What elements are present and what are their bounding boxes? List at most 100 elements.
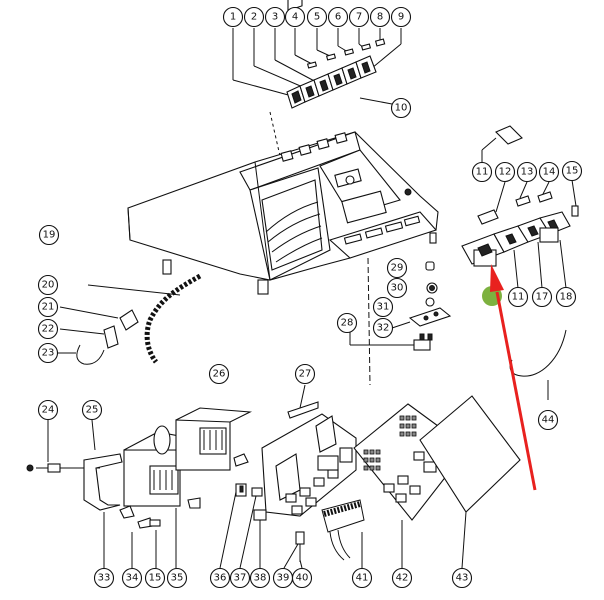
svg-text:13: 13 <box>521 167 534 178</box>
svg-text:11: 11 <box>476 167 489 178</box>
svg-text:31: 31 <box>377 302 390 313</box>
side-switch-panel <box>461 125 579 400</box>
svg-text:15: 15 <box>149 573 162 584</box>
svg-text:41: 41 <box>356 573 369 584</box>
callout-42: 42 <box>391 567 413 589</box>
svg-text:44: 44 <box>542 415 555 426</box>
callout-11-bottom: 11 <box>507 286 529 308</box>
callout-14: 14 <box>538 161 560 183</box>
callout-23: 23 <box>37 342 59 364</box>
callout-1: 1 <box>222 6 244 28</box>
callout-7: 7 <box>348 6 370 28</box>
top-switch-assembly <box>232 0 402 179</box>
callout-44: 44 <box>537 409 559 431</box>
svg-text:12: 12 <box>499 167 512 178</box>
callout-25: 25 <box>81 399 103 421</box>
svg-text:19: 19 <box>43 230 56 241</box>
callout-29: 29 <box>386 257 408 279</box>
pointer-arrow <box>490 264 537 491</box>
svg-text:43: 43 <box>456 573 469 584</box>
callout-3: 3 <box>264 6 286 28</box>
svg-text:7: 7 <box>356 12 362 23</box>
callout-31: 31 <box>372 296 394 318</box>
callout-36: 36 <box>209 567 231 589</box>
callout-43: 43 <box>451 567 473 589</box>
svg-text:22: 22 <box>42 324 55 335</box>
svg-text:2: 2 <box>251 12 257 23</box>
svg-text:24: 24 <box>42 405 55 416</box>
callout-33: 33 <box>93 567 115 589</box>
svg-text:8: 8 <box>377 12 383 23</box>
callout-41: 41 <box>351 567 373 589</box>
callout-34: 34 <box>121 567 143 589</box>
small-components <box>349 261 452 351</box>
svg-text:15: 15 <box>566 166 579 177</box>
callout-21: 21 <box>37 296 59 318</box>
svg-text:3: 3 <box>272 12 278 23</box>
callout-37: 37 <box>229 567 251 589</box>
dashboard-console <box>127 131 439 386</box>
svg-text:27: 27 <box>299 369 312 380</box>
callout-8: 8 <box>369 6 391 28</box>
callout-6: 6 <box>327 6 349 28</box>
svg-text:4: 4 <box>292 12 298 23</box>
svg-text:17: 17 <box>536 292 549 303</box>
callout-28: 28 <box>336 312 358 334</box>
svg-text:5: 5 <box>314 12 320 23</box>
callout-15-right: 15 <box>561 160 583 182</box>
svg-text:30: 30 <box>391 283 404 294</box>
callout-9: 9 <box>390 6 412 28</box>
svg-text:6: 6 <box>335 12 341 23</box>
callout-13: 13 <box>516 161 538 183</box>
svg-text:26: 26 <box>213 369 226 380</box>
svg-text:11: 11 <box>512 292 525 303</box>
bottom-assembly <box>26 384 521 569</box>
svg-text:23: 23 <box>42 348 55 359</box>
svg-text:38: 38 <box>254 573 267 584</box>
callout-19: 19 <box>38 224 60 246</box>
svg-text:40: 40 <box>296 573 309 584</box>
callout-4: 4 <box>284 6 306 28</box>
callout-26: 26 <box>208 363 230 385</box>
callout-17: 17 <box>531 286 553 308</box>
callout-32: 32 <box>372 317 394 339</box>
svg-text:21: 21 <box>42 302 55 313</box>
callout-15-bottom: 15 <box>144 567 166 589</box>
callout-18: 18 <box>555 286 577 308</box>
svg-text:1: 1 <box>230 12 236 23</box>
svg-text:39: 39 <box>277 573 290 584</box>
svg-text:20: 20 <box>42 280 55 291</box>
callout-11-top: 11 <box>471 161 493 183</box>
callout-20: 20 <box>37 274 59 296</box>
svg-text:29: 29 <box>391 263 404 274</box>
svg-text:25: 25 <box>86 405 99 416</box>
wiring-harness <box>87 273 202 364</box>
callout-40: 40 <box>291 567 313 589</box>
callout-2: 2 <box>243 6 265 28</box>
svg-text:36: 36 <box>214 573 227 584</box>
svg-text:14: 14 <box>543 167 556 178</box>
clips <box>58 306 139 365</box>
svg-text:10: 10 <box>395 103 408 114</box>
svg-text:32: 32 <box>377 323 390 334</box>
callout-10: 10 <box>390 97 412 119</box>
callout-12: 12 <box>494 161 516 183</box>
callout-5: 5 <box>306 6 328 28</box>
svg-text:37: 37 <box>234 573 247 584</box>
callout-labels: 1 2 3 4 5 6 7 8 9 10 11 12 13 14 15 11 1… <box>37 6 583 589</box>
svg-text:28: 28 <box>341 318 354 329</box>
svg-text:18: 18 <box>560 292 573 303</box>
callout-30: 30 <box>386 277 408 299</box>
callout-24: 24 <box>37 399 59 421</box>
svg-text:9: 9 <box>398 12 404 23</box>
svg-text:42: 42 <box>396 573 409 584</box>
svg-text:34: 34 <box>126 573 139 584</box>
svg-text:35: 35 <box>171 573 184 584</box>
svg-text:33: 33 <box>98 573 111 584</box>
callout-35: 35 <box>166 567 188 589</box>
callout-27: 27 <box>294 363 316 385</box>
callout-38: 38 <box>249 567 271 589</box>
callout-22: 22 <box>37 318 59 340</box>
callout-39: 39 <box>272 567 294 589</box>
